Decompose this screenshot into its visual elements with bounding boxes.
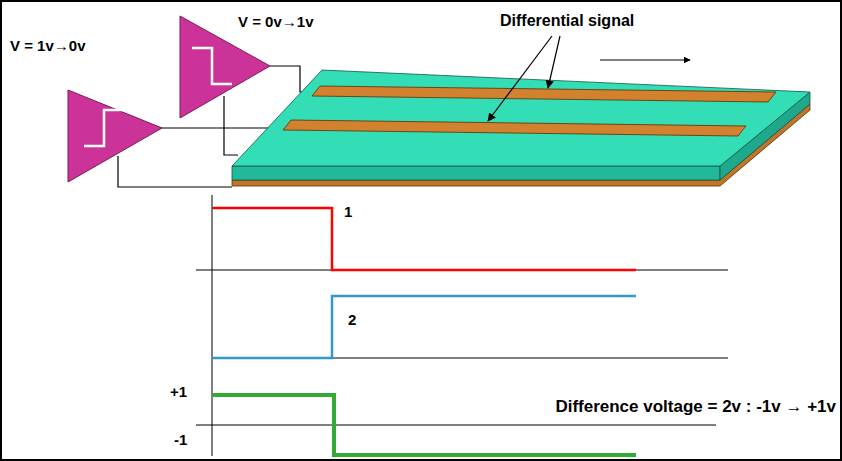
- voltage-label: V = 1v→0v: [10, 38, 85, 55]
- leader-lines: [488, 36, 560, 121]
- trace-2: [283, 120, 746, 136]
- driver-1: [68, 90, 162, 182]
- waveform-label: +1: [170, 384, 187, 401]
- pcb-board: [232, 70, 810, 186]
- waveform-2: [212, 296, 636, 358]
- waveform-1: [212, 208, 636, 270]
- trace-1: [312, 86, 776, 102]
- driver-2: [180, 16, 270, 118]
- signal-label: Differential signal: [500, 12, 634, 30]
- direction-arrow: [600, 60, 690, 61]
- voltage-label: V = 0v→1v: [238, 14, 313, 31]
- waveform-label: 2: [348, 312, 356, 329]
- waveform-label: -1: [174, 432, 187, 449]
- note: Difference voltage = 2v : -1v → +1v: [555, 398, 836, 417]
- waveform-axes: [196, 195, 728, 456]
- waveform-label: 1: [344, 204, 352, 221]
